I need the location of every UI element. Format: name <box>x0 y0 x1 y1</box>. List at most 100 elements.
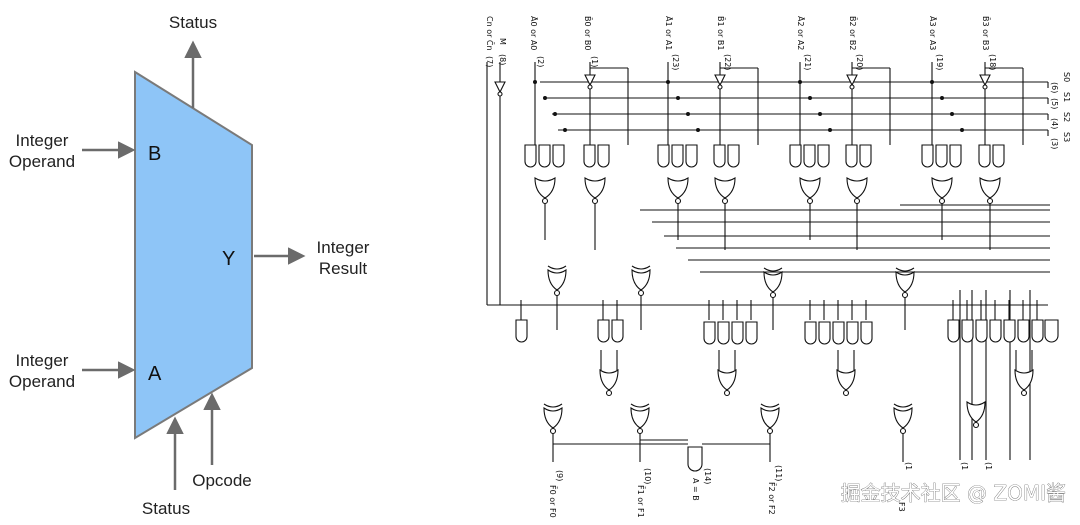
port-y-label: Y <box>222 248 235 270</box>
xor-arc <box>763 267 783 272</box>
xor-arc <box>893 403 913 408</box>
nor-gate-59 <box>836 368 856 391</box>
pin-s0-label: S0 <box>1062 72 1071 82</box>
pin-s2-num: (4) <box>1050 118 1059 129</box>
and-gate-28 <box>949 144 962 168</box>
and-gate-8 <box>583 144 596 168</box>
and-gate-38 <box>597 319 610 343</box>
pin-b2-num: (20) <box>855 54 864 70</box>
bottom-pin-labels: (9) F̄0 or F0 (10) F̄1 or F1 (14) A = B … <box>548 462 993 518</box>
inverter-bubble <box>637 289 645 297</box>
inverter-bubble <box>497 91 503 97</box>
and-gate-55 <box>1031 319 1044 343</box>
pin-cn-num: (7) <box>485 56 494 67</box>
nor-gate-24 <box>799 177 821 199</box>
inverter-bubble <box>549 427 557 435</box>
junction-dot <box>533 80 537 84</box>
pin-a2-label: Ā2 or A2 <box>796 16 806 50</box>
pin-a1-label: Ā1 or A1 <box>664 16 674 50</box>
nor-gate-65 <box>893 406 913 429</box>
and-gate-23 <box>859 144 872 168</box>
pin-a3-num: (19) <box>935 54 944 70</box>
pin-s2-label: S2 <box>1062 112 1071 122</box>
top-pin-labels: Cn or C̄n (7) M (8) Ā0 or A0 (2) B̄0 or … <box>485 16 997 70</box>
port-b-label: B <box>148 143 161 165</box>
inverter-gate-0 <box>584 74 596 87</box>
and-gate-7 <box>552 144 565 168</box>
and-gate-29 <box>978 144 991 168</box>
nor-gate-64 <box>760 406 780 429</box>
and-gate-5 <box>524 144 537 168</box>
and-gate-54 <box>1017 319 1030 343</box>
nor-gate-63 <box>630 406 650 429</box>
and-gate-37 <box>515 319 528 343</box>
junction-dot <box>960 128 964 132</box>
and-gate-44 <box>804 321 817 345</box>
xor-arc <box>547 265 567 270</box>
nor-gate-32 <box>979 177 1001 199</box>
junction-dot <box>563 128 567 132</box>
inverter-bubble <box>674 197 682 205</box>
inverter-gate-2 <box>846 74 858 87</box>
inverter-bubble <box>605 389 613 397</box>
pin-b0-label: B̄0 or B0 <box>583 16 593 50</box>
junction-dot <box>543 96 547 100</box>
xor-arc <box>543 403 563 408</box>
pin-f3-label: F3 <box>897 502 906 512</box>
pin-s0-num: (6) <box>1050 82 1059 93</box>
and-gate-13 <box>671 144 684 168</box>
junction-dot <box>666 80 670 84</box>
pin-a0-num: (2) <box>536 56 545 67</box>
pin-s1-label: S1 <box>1062 92 1071 102</box>
junction-dot <box>686 112 690 116</box>
and-gate-30 <box>992 144 1005 168</box>
operand-a-label-line1: Integer <box>16 351 69 370</box>
and-gate-43 <box>745 321 758 345</box>
and-gate-56 <box>1044 319 1059 343</box>
pin-f1-label: F̄1 or F1 <box>636 485 646 518</box>
and-gate-66 <box>687 446 703 472</box>
pin-f0-label: F̄0 or F0 <box>548 485 558 518</box>
inverter-bubble <box>587 84 593 90</box>
pin-m-label: M <box>498 38 507 45</box>
xor-arc <box>760 403 780 408</box>
and-gate-15 <box>713 144 726 168</box>
alu-trapezoid <box>134 70 253 440</box>
and-gate-12 <box>657 144 670 168</box>
pin-a3-label: Ā3 or A3 <box>928 16 938 50</box>
nor-gate-57 <box>599 368 619 391</box>
schematic-gates <box>494 74 1059 472</box>
inverter-gate-1 <box>714 74 726 87</box>
and-gate-49 <box>947 319 960 343</box>
junction-dot <box>950 112 954 116</box>
and-gate-27 <box>935 144 948 168</box>
port-a-label: A <box>148 363 162 385</box>
and-gate-21 <box>817 144 830 168</box>
nor-gate-35 <box>763 270 783 293</box>
and-gate-16 <box>727 144 740 168</box>
junction-dot <box>696 128 700 132</box>
pin-a2-num: (21) <box>803 54 812 70</box>
junction-dot <box>553 112 557 116</box>
alu-symbol: Status Integer Operand Integer Operand I… <box>9 13 370 518</box>
and-gate-22 <box>845 144 858 168</box>
nor-gate-25 <box>846 177 868 199</box>
and-gate-45 <box>818 321 831 345</box>
nor-gate-60 <box>1014 368 1034 391</box>
pin-cn-label: Cn or C̄n <box>485 16 495 51</box>
nor-gate-11 <box>584 177 606 199</box>
and-gate-40 <box>703 321 716 345</box>
xor-arc <box>630 403 650 408</box>
nor-gate-62 <box>543 406 563 429</box>
opcode-label: Opcode <box>192 471 252 490</box>
nor-gate-17 <box>667 177 689 199</box>
inverter-bubble <box>721 197 729 205</box>
pin-f2-num: (11) <box>774 465 783 481</box>
nor-gate-10 <box>534 177 556 199</box>
pin-f0-num: (9) <box>555 470 564 481</box>
pin-b3-label: B̄3 or B3 <box>981 16 991 50</box>
and-gate-48 <box>860 321 873 345</box>
and-gate-50 <box>961 319 974 343</box>
inverter-bubble <box>717 84 723 90</box>
and-gate-46 <box>832 321 845 345</box>
